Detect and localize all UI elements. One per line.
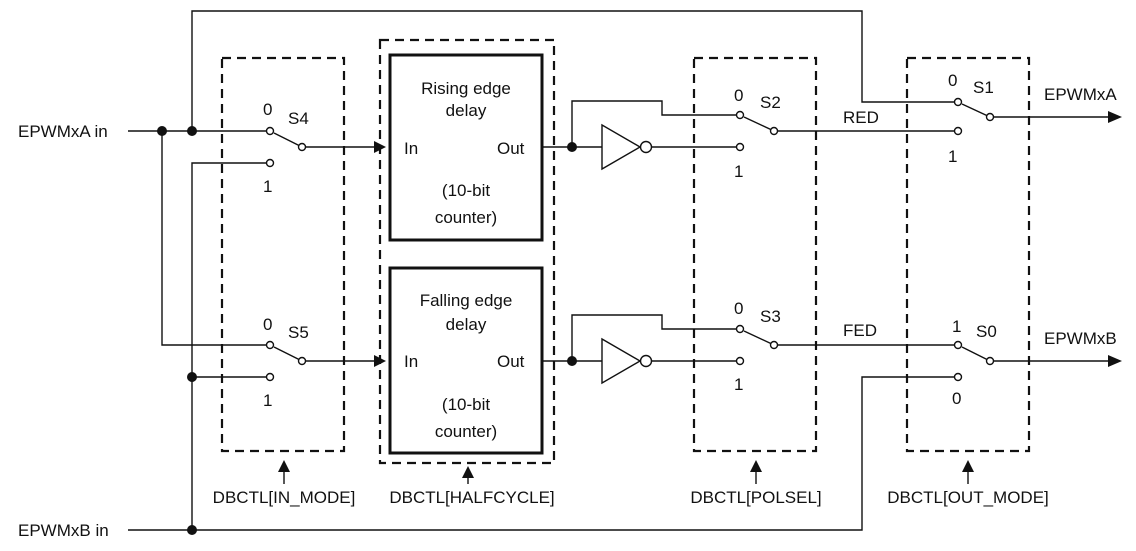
epwmxb-in-wire: [128, 376, 958, 531]
s4-terminal-common: [297, 142, 307, 152]
epwmxb-in-label: EPWMxB in: [18, 521, 109, 540]
s1-name-label: S1: [973, 78, 994, 97]
epwmxa-in-label: EPWMxA in: [18, 122, 108, 141]
rising-direct-wire: [571, 100, 740, 147]
s5-terminal-0: [265, 340, 275, 350]
polsel-control-label: DBCTL[POLSEL]: [690, 488, 821, 507]
junction-dot: [187, 126, 197, 136]
s5-terminal-common: [297, 356, 307, 366]
s1-terminal-1: [953, 126, 963, 136]
s0-name-label: S0: [976, 322, 997, 341]
junction-dot: [187, 525, 197, 535]
s4-switch-arm: [273, 132, 303, 148]
s0-terminal-common: [985, 356, 995, 366]
s3-terminal-1: [735, 356, 745, 366]
epwmxa-out-label: EPWMxA: [1044, 85, 1117, 104]
inverter-bubble: [639, 140, 653, 154]
s2-terminal-0: [735, 110, 745, 120]
epwmxa-to-s5-wire: [161, 131, 270, 346]
s5-pos0-label: 0: [263, 315, 272, 334]
s1-switch-arm: [961, 103, 991, 118]
falling-in-label: In: [404, 352, 418, 371]
falling-title-line1: Falling edge: [420, 291, 513, 310]
epwmxb-out-label: EPWMxB: [1044, 329, 1117, 348]
out-mode-control-label: DBCTL[OUT_MODE]: [887, 488, 1049, 507]
rising-note-line1: (10-bit: [442, 181, 490, 200]
arrowhead: [462, 466, 474, 478]
falling-note-line2: counter): [435, 422, 497, 441]
inverter-bubble: [639, 354, 653, 368]
s0-terminal-0: [953, 372, 963, 382]
s1-pos1-label: 1: [948, 147, 957, 166]
in-mode-control-label: DBCTL[IN_MODE]: [213, 488, 356, 507]
rising-title-line1: Rising edge: [421, 79, 511, 98]
arrowhead: [962, 460, 974, 472]
s2-terminal-common: [769, 126, 779, 136]
junction-dot: [187, 372, 197, 382]
falling-direct-wire: [571, 314, 740, 361]
arrowhead: [374, 355, 386, 367]
arrowhead: [1108, 355, 1122, 367]
s3-terminal-0: [735, 324, 745, 334]
epwmxb-to-s4-wire: [191, 162, 270, 530]
s1-terminal-common: [985, 112, 995, 122]
rising-in-label: In: [404, 139, 418, 158]
s2-pos1-label: 1: [734, 162, 743, 181]
out-mode-group-box: [905, 56, 1031, 453]
s2-name-label: S2: [760, 93, 781, 112]
s1-pos0-label: 0: [948, 71, 957, 90]
s0-pos0-label: 0: [952, 389, 961, 408]
s3-terminal-common: [769, 340, 779, 350]
inverter-triangle: [601, 123, 642, 171]
rising-note-line2: counter): [435, 208, 497, 227]
s0-switch-arm: [961, 346, 991, 362]
rising-out-label: Out: [497, 139, 525, 158]
falling-title-line2: delay: [446, 315, 487, 334]
red-label: RED: [843, 108, 879, 127]
s3-name-label: S3: [760, 307, 781, 326]
s2-terminal-1: [735, 142, 745, 152]
rising-edge-delay-block: [388, 53, 544, 242]
falling-note-line1: (10-bit: [442, 395, 490, 414]
s3-switch-arm: [743, 330, 775, 346]
falling-out-label: Out: [497, 352, 525, 371]
s4-terminal-0: [265, 126, 275, 136]
s5-pos1-label: 1: [263, 391, 272, 410]
falling-edge-delay-block: [388, 266, 544, 455]
s4-pos0-label: 0: [263, 100, 272, 119]
junction-dot: [157, 126, 167, 136]
s4-pos1-label: 1: [263, 177, 272, 196]
arrowhead: [750, 460, 762, 472]
fed-label: FED: [843, 321, 877, 340]
s2-pos0-label: 0: [734, 86, 743, 105]
s4-terminal-1: [265, 158, 275, 168]
arrowhead: [278, 460, 290, 472]
arrowhead: [1108, 111, 1122, 123]
s3-pos1-label: 1: [734, 375, 743, 394]
halfcycle-group-box: [378, 38, 556, 465]
arrowhead: [374, 141, 386, 153]
in-mode-group-box: [220, 56, 346, 453]
s5-name-label: S5: [288, 323, 309, 342]
s3-pos0-label: 0: [734, 299, 743, 318]
s1-terminal-0: [953, 97, 963, 107]
polsel-group-box: [692, 56, 818, 453]
s5-switch-arm: [273, 346, 303, 362]
epwmxa-bypass-wire: [191, 10, 958, 131]
halfcycle-control-label: DBCTL[HALFCYCLE]: [389, 488, 554, 507]
s0-pos1-label: 1: [952, 317, 961, 336]
s0-terminal-1: [953, 340, 963, 350]
s2-switch-arm: [743, 116, 775, 132]
s5-terminal-1: [265, 372, 275, 382]
inverter-triangle: [601, 337, 642, 385]
rising-title-line2: delay: [446, 101, 487, 120]
s4-name-label: S4: [288, 109, 309, 128]
